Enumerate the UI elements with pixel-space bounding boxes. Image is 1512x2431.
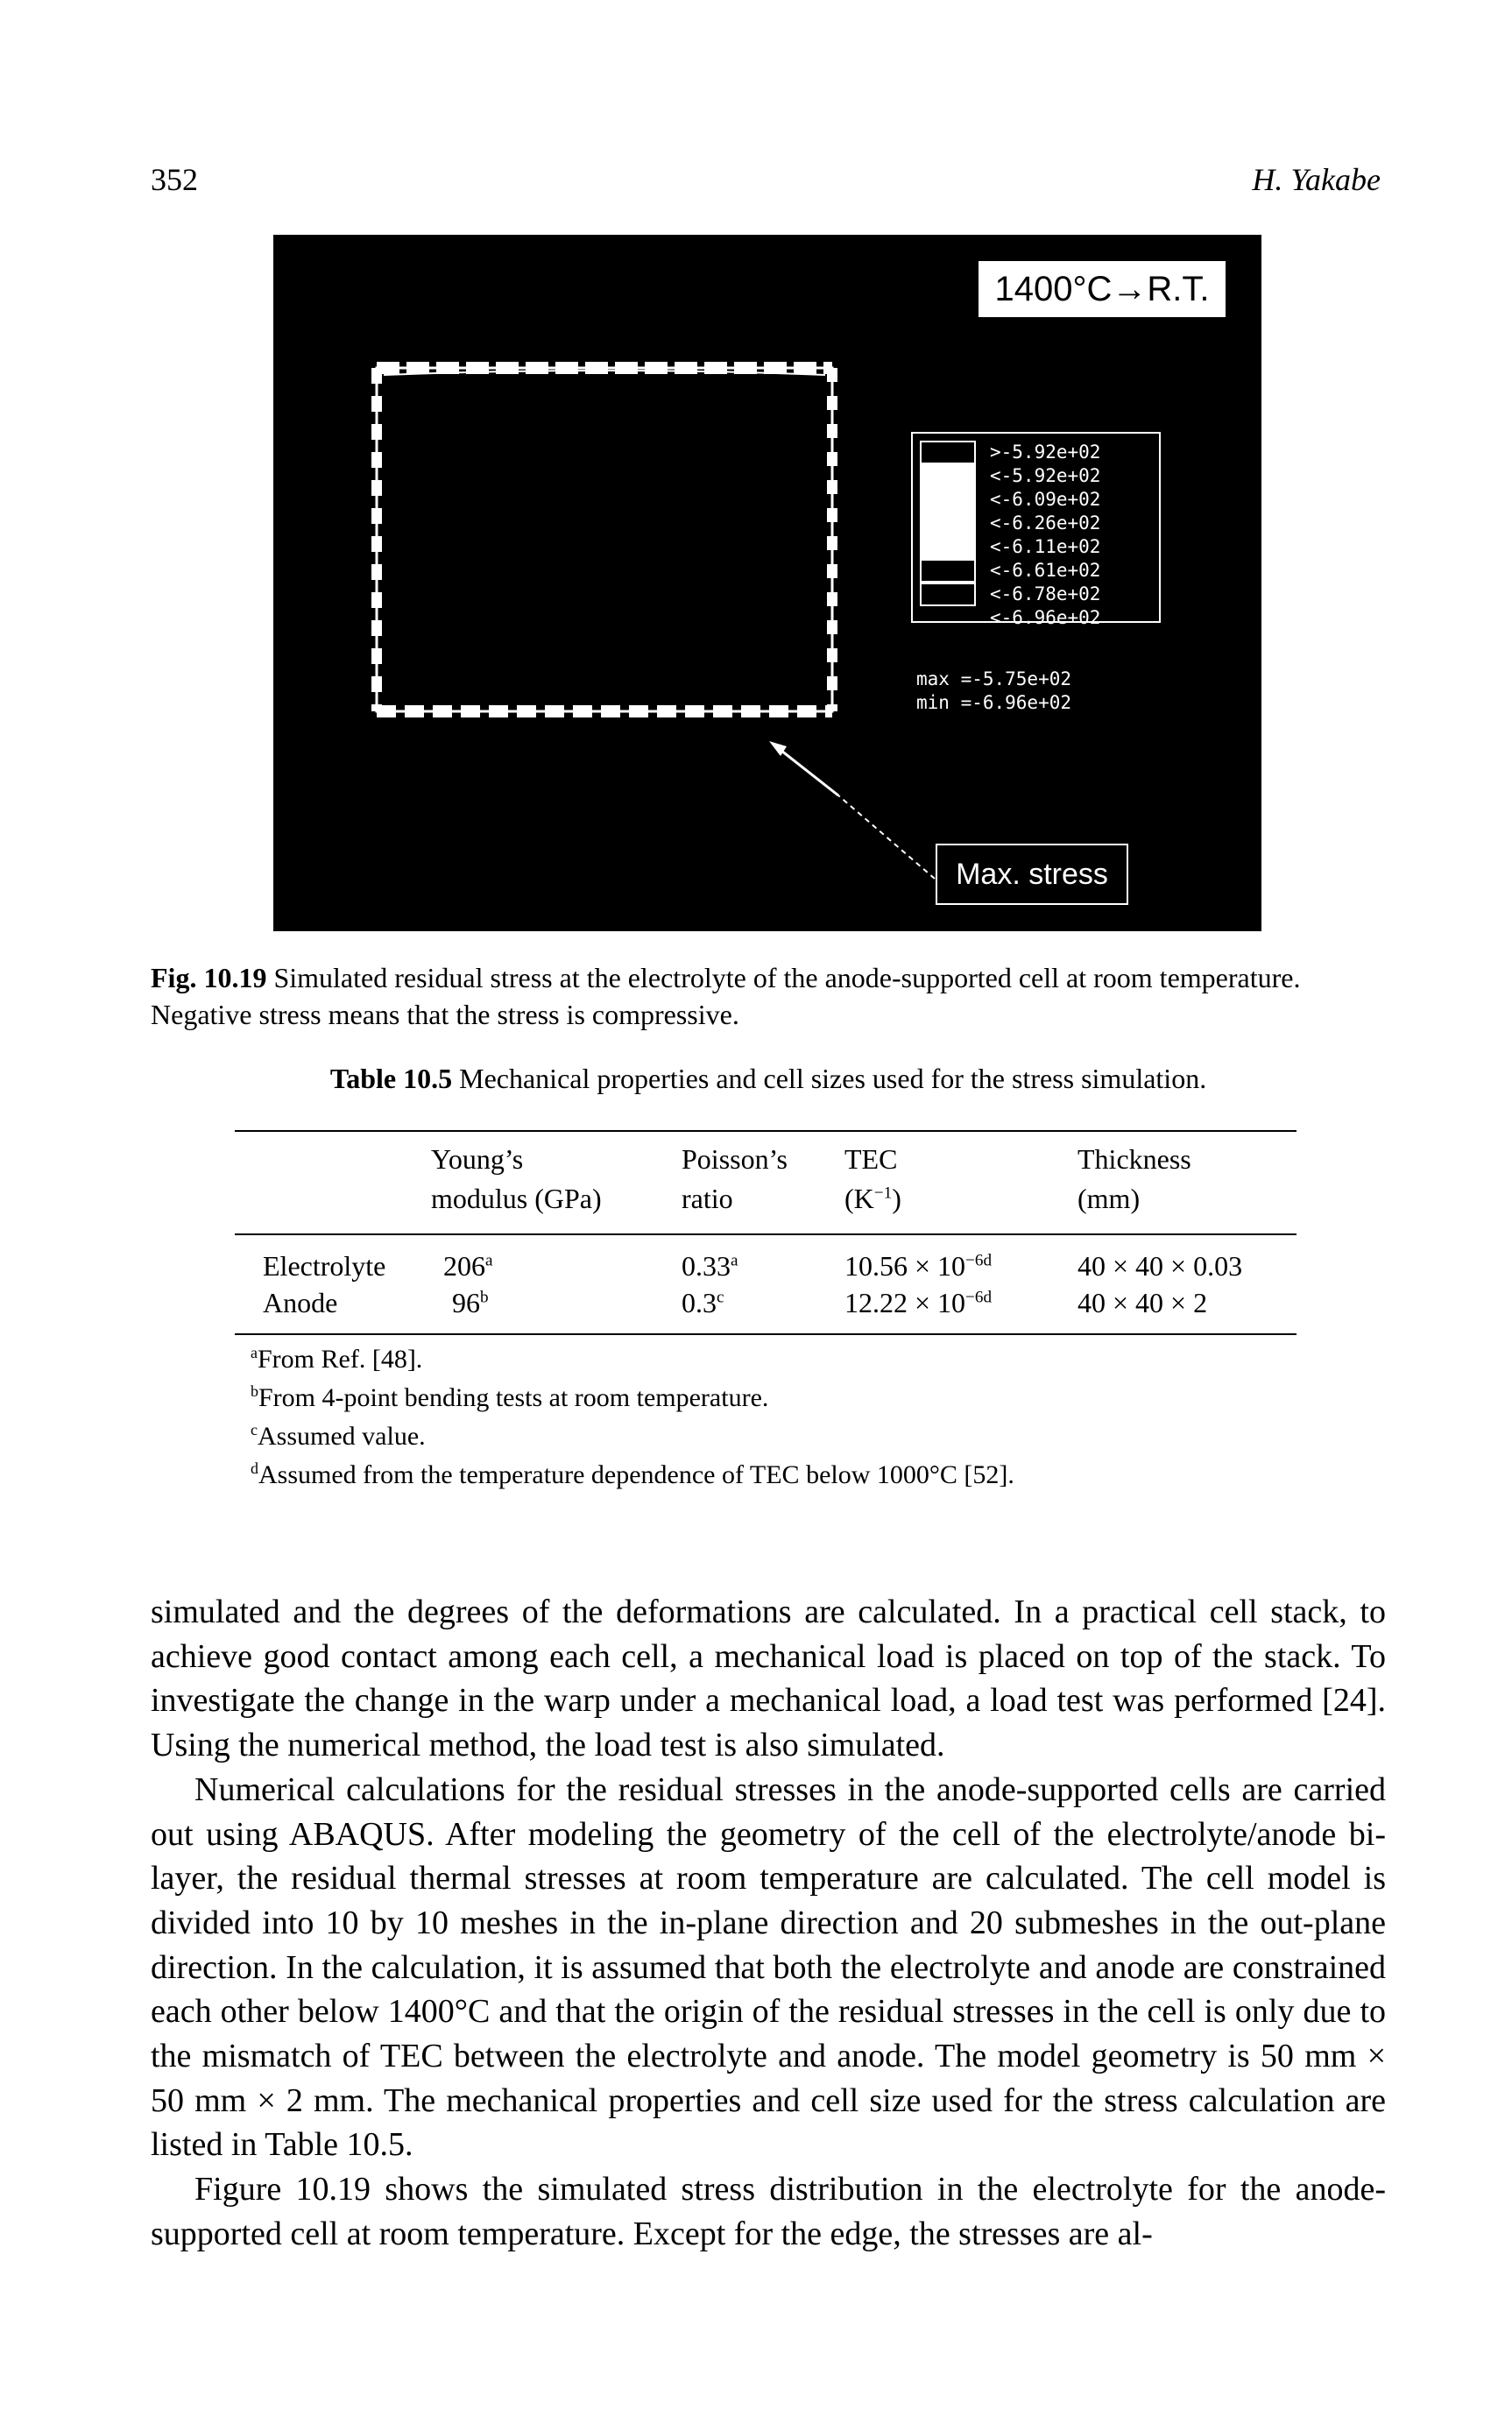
max-stress-label: Max. stress (936, 844, 1128, 905)
table-bottom-rule (235, 1333, 1297, 1335)
legend-swatch (920, 535, 976, 559)
table-caption-label: Table 10.5 (329, 1063, 453, 1094)
figure-caption: Fig. 10.19 Simulated residual stress at … (151, 959, 1386, 1033)
row-anode-tec: 12.22 × 10−6d (844, 1287, 993, 1318)
table-footnote: cAssumed value. (251, 1421, 426, 1451)
row-anode-name: Anode (263, 1287, 338, 1318)
figure-caption-label: Fig. 10.19 (151, 962, 267, 993)
cell-edge-stress (371, 362, 837, 717)
row-anode-poisson: 0.3c (682, 1287, 724, 1318)
row-anode-thickness: 40 × 40 × 2 (1077, 1287, 1208, 1318)
table-header-rule (235, 1233, 1297, 1235)
legend-label: >-5.92e+02 (990, 442, 1101, 463)
header-poisson-line2: ratio (682, 1183, 733, 1214)
table-footnote: dAssumed from the temperature dependence… (251, 1459, 1014, 1489)
header-poisson-line1: Poisson’s (682, 1143, 788, 1175)
legend-swatch (920, 583, 976, 606)
header-tec-line1: TEC (844, 1143, 898, 1175)
stress-legend: >-5.92e+02 <-5.92e+02 <-6.09e+02 <-6.26e… (911, 432, 1161, 628)
legend-swatch (920, 559, 976, 583)
row-electrolyte-name: Electrolyte (263, 1250, 386, 1282)
table-footnote: aFrom Ref. [48]. (251, 1344, 423, 1374)
table-caption-text: Mechanical properties and cell sizes use… (459, 1063, 1207, 1094)
page-number: 352 (151, 162, 198, 197)
header-youngs-line1: Young’s (431, 1143, 524, 1175)
row-electrolyte-youngs: 206a (443, 1250, 493, 1282)
legend-label: <-6.78e+02 (990, 583, 1101, 604)
legend-swatch (920, 512, 976, 535)
legend-label: <-6.61e+02 (990, 560, 1101, 581)
stress-contour-plot (371, 362, 936, 880)
header-thickness-line2: (mm) (1077, 1183, 1141, 1214)
row-anode-youngs: 96b (452, 1287, 489, 1318)
row-electrolyte-poisson: 0.33a (682, 1250, 738, 1282)
body-paragraph: simulated and the degrees of the deforma… (151, 1594, 1386, 1764)
legend-max-value: max =-5.75e+02 (916, 668, 1072, 689)
legend-swatch (920, 464, 976, 488)
temperature-condition-label: 1400°C→R.T. (979, 261, 1226, 317)
stress-simulation-figure: 1400°C→R.T. >-5.92e+02 <-5.92e+02 <-6.09… (273, 235, 1261, 931)
header-tec-line2: (K−1) (844, 1183, 901, 1214)
body-text: simulated and the degrees of the deforma… (151, 1590, 1386, 2257)
legend-label: <-6.96e+02 (990, 607, 1101, 628)
legend-label: <-6.26e+02 (990, 512, 1101, 534)
row-electrolyte-tec: 10.56 × 10−6d (844, 1250, 993, 1282)
table-caption: Table 10.5 Mechanical properties and cel… (151, 1060, 1386, 1097)
legend-label: <-6.11e+02 (990, 536, 1101, 557)
body-paragraph: Figure 10.19 shows the simulated stress … (151, 2171, 1386, 2252)
legend-label: <-6.09e+02 (990, 489, 1101, 510)
running-head-author: H. Yakabe (1252, 162, 1381, 197)
legend-swatch (920, 441, 976, 464)
legend-label: <-5.92e+02 (990, 465, 1101, 486)
table-top-rule (235, 1130, 1297, 1132)
legend-min-value: min =-6.96e+02 (916, 692, 1072, 713)
row-electrolyte-thickness: 40 × 40 × 0.03 (1077, 1250, 1243, 1282)
figure-caption-text: Simulated residual stress at the electro… (151, 962, 1301, 1030)
max-stress-pointer (769, 741, 936, 880)
header-thickness-line1: Thickness (1077, 1143, 1191, 1175)
legend-swatch (920, 488, 976, 512)
header-youngs-line2: modulus (GPa) (431, 1183, 602, 1214)
body-paragraph: Numerical calculations for the residual … (151, 1770, 1386, 2164)
table-footnote: bFrom 4-point bending tests at room temp… (251, 1382, 769, 1412)
